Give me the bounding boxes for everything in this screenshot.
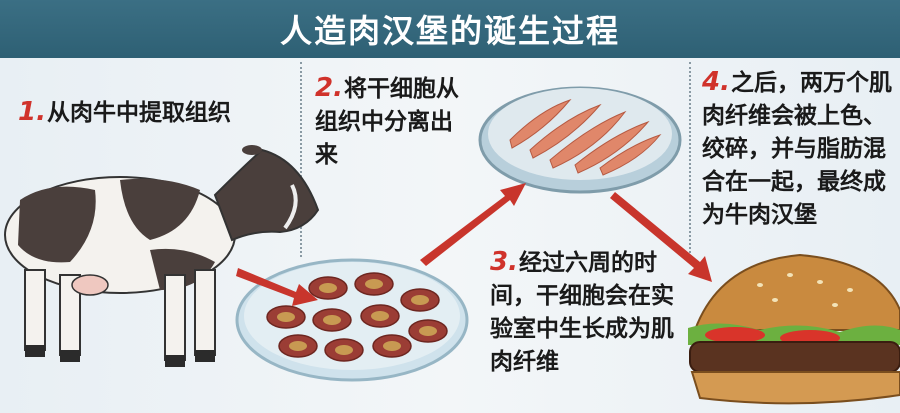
step-3: 3.经过六周的时间，干细胞会在实验室中生长成为肌肉纤维 [490,246,682,379]
step-4-text: 之后，两万个肌肉纤维会被上色、绞碎，并与脂肪混合在一起，最终成为牛肉汉堡 [702,70,892,228]
step-4-number: 4. [702,67,730,97]
step-2: 2.将干细胞从组织中分离出来 [315,72,460,172]
step-1: 1.从肉牛中提取组织 [18,96,303,130]
step-1-number: 1. [18,97,46,127]
step-4: 4.之后，两万个肌肉纤维会被上色、绞碎，并与脂肪混合在一起，最终成为牛肉汉堡 [702,66,892,232]
step-3-number: 3. [490,247,518,277]
petri-dish-fibers [480,88,680,192]
burger-illustration [688,255,900,403]
step-2-number: 2. [315,73,343,103]
petri-dish-cells [237,260,467,380]
step-1-text: 从肉牛中提取组织 [47,100,231,126]
